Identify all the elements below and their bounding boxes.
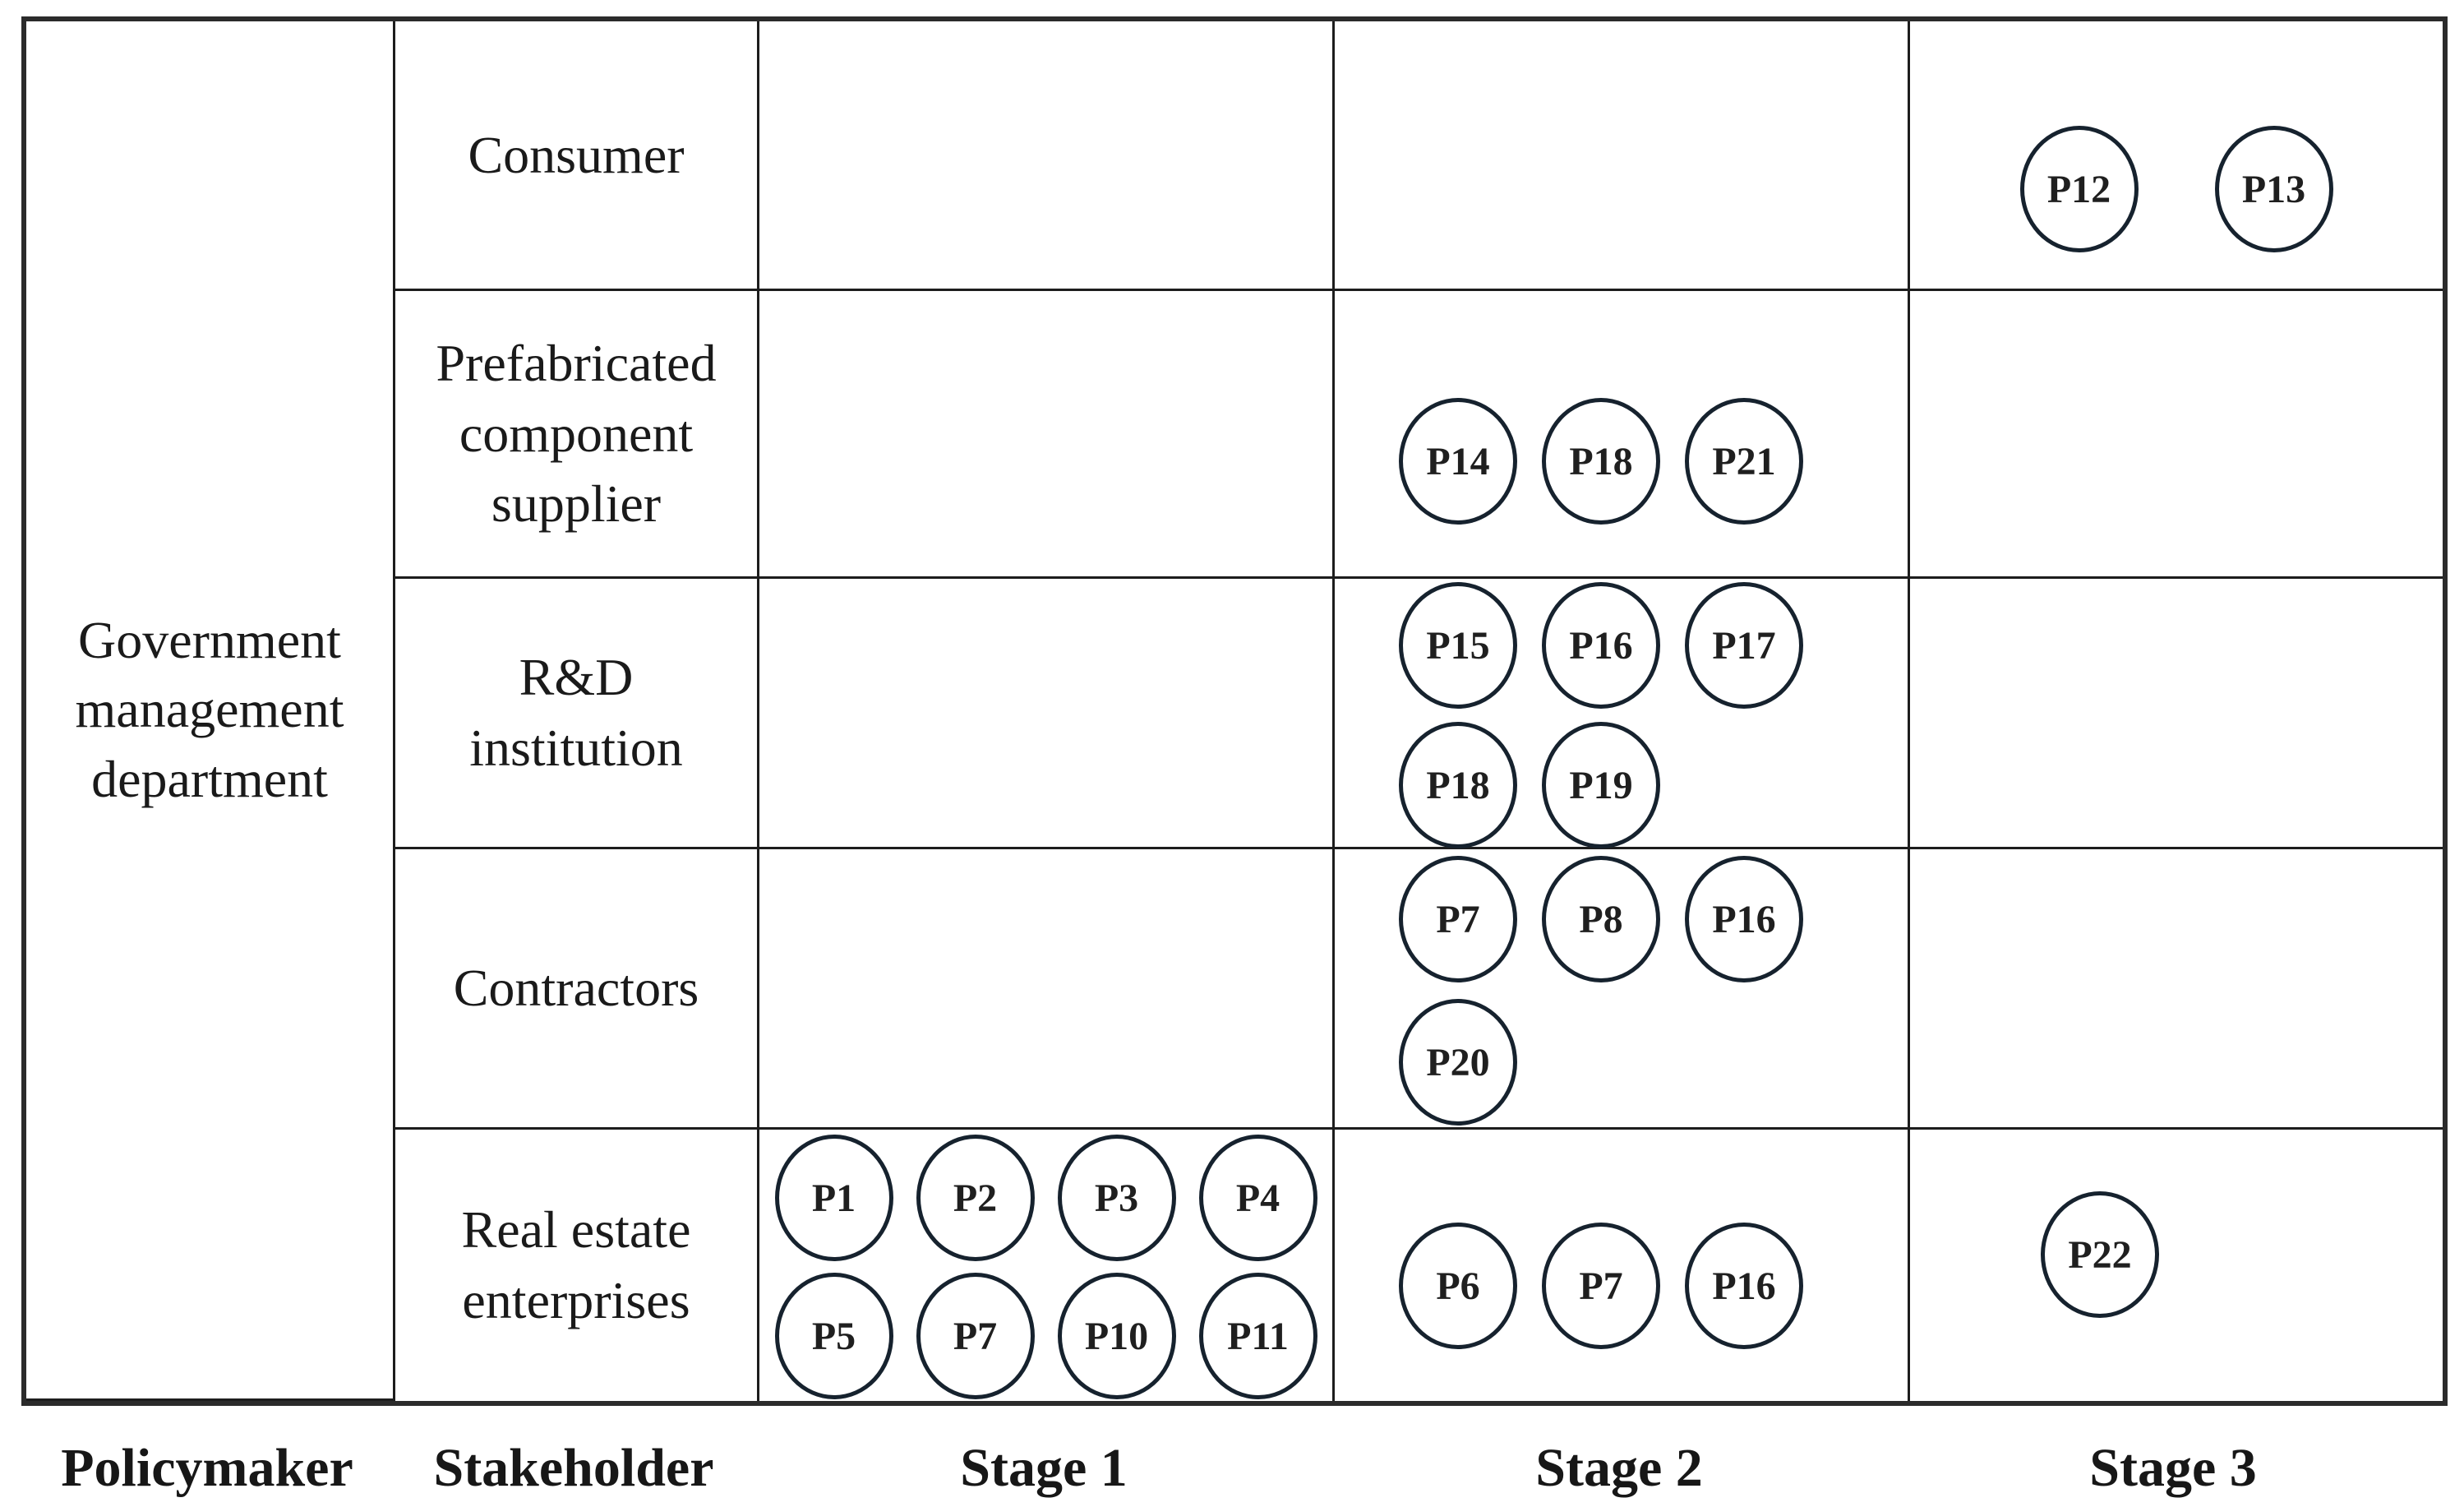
cell-contractors-stage1 xyxy=(759,849,1335,1130)
policy-row: P22 xyxy=(2041,1191,2443,1318)
footer-label-stakeholder: Stakeholder xyxy=(433,1438,714,1498)
stakeholder-label-contractors: Contractors xyxy=(453,959,699,1018)
policy-circle-p16b: P16 xyxy=(1685,856,1803,982)
policy-circle-p7b: P7 xyxy=(916,1273,1035,1399)
stakeholder-cell-consumer: Consumer xyxy=(395,21,759,291)
policy-row: P18 P19 xyxy=(1399,722,1908,848)
policy-circle-p4: P4 xyxy=(1198,1135,1317,1261)
policy-circle-p12: P12 xyxy=(2019,126,2139,252)
policy-row: P5 P7 P10 P11 xyxy=(774,1273,1317,1399)
cell-contractors-stage2: P7 P8 P16 P20 xyxy=(1335,849,1910,1130)
cell-rd-stage1 xyxy=(759,579,1335,849)
policymaker-label: Government management department xyxy=(75,610,344,808)
policy-circle-p8: P8 xyxy=(1542,856,1660,982)
stakeholder-label-prefab: Prefabricated component supplier xyxy=(436,333,717,534)
policy-circle-p14: P14 xyxy=(1399,398,1517,525)
policy-circle-p13: P13 xyxy=(2214,126,2333,252)
stakeholder-cell-realestate: Real estate enterprises xyxy=(395,1130,759,1401)
policy-row: P20 xyxy=(1399,999,1908,1126)
cell-rd-stage3 xyxy=(1910,579,2443,849)
cell-realestate-stage1: P1 P2 P3 P4 P5 P7 P10 P11 xyxy=(759,1130,1335,1401)
policy-row: P1 P2 P3 P4 xyxy=(774,1135,1317,1261)
cell-consumer-stage3: P12 P13 xyxy=(1910,21,2443,291)
policy-circle-p16c: P16 xyxy=(1685,1223,1803,1349)
policy-circle-p11: P11 xyxy=(1198,1273,1317,1399)
policy-row: P6 P7 P16 xyxy=(1399,1223,1908,1349)
policy-circle-p22: P22 xyxy=(2041,1191,2159,1318)
policy-circle-p16: P16 xyxy=(1542,582,1660,709)
footer-label-stage3: Stage 3 xyxy=(2089,1438,2257,1498)
policy-circle-p20: P20 xyxy=(1399,999,1517,1126)
policymaker-cell: Government management department xyxy=(26,21,395,1401)
footer-label-stage2: Stage 2 xyxy=(1535,1438,1703,1498)
policy-circle-p10: P10 xyxy=(1057,1273,1176,1399)
cell-contractors-stage3 xyxy=(1910,849,2443,1130)
policy-circle-p19: P19 xyxy=(1542,722,1660,848)
policy-circle-p18: P18 xyxy=(1542,398,1660,525)
policy-circle-p1: P1 xyxy=(774,1135,893,1261)
policy-circle-p21: P21 xyxy=(1685,398,1803,525)
stakeholder-cell-contractors: Contractors xyxy=(395,849,759,1130)
policy-circle-p15: P15 xyxy=(1399,582,1517,709)
policy-circle-p7: P7 xyxy=(1399,856,1517,982)
cell-consumer-stage2 xyxy=(1335,21,1910,291)
cell-realestate-stage2: P6 P7 P16 xyxy=(1335,1130,1910,1401)
policy-row: P15 P16 P17 xyxy=(1399,582,1908,709)
policy-row: P7 P8 P16 xyxy=(1399,856,1908,982)
cell-prefab-stage3 xyxy=(1910,291,2443,579)
cell-realestate-stage3: P22 xyxy=(1910,1130,2443,1401)
policy-circle-p17: P17 xyxy=(1685,582,1803,709)
policy-circle-p2: P2 xyxy=(916,1135,1035,1261)
policy-circle-p5: P5 xyxy=(774,1273,893,1399)
policy-circle-p7c: P7 xyxy=(1542,1223,1660,1349)
stakeholder-cell-prefab: Prefabricated component supplier xyxy=(395,291,759,579)
cell-prefab-stage2: P14 P18 P21 xyxy=(1335,291,1910,579)
stakeholder-label-realestate: Real estate enterprises xyxy=(461,1200,691,1329)
cell-prefab-stage1 xyxy=(759,291,1335,579)
cell-rd-stage2: P15 P16 P17 P18 P19 xyxy=(1335,579,1910,849)
policy-row: P12 P13 xyxy=(2019,126,2333,252)
policy-circle-p18b: P18 xyxy=(1399,722,1517,848)
stakeholder-label-rd: R&D institution xyxy=(469,648,683,777)
footer-label-stage1: Stage 1 xyxy=(960,1438,1128,1498)
cell-consumer-stage1 xyxy=(759,21,1335,291)
matrix-table: Government management department Consume… xyxy=(21,16,2448,1406)
stakeholder-cell-rd: R&D institution xyxy=(395,579,759,849)
stakeholder-label-consumer: Consumer xyxy=(468,125,685,184)
policy-circle-p3: P3 xyxy=(1057,1135,1176,1261)
policy-row: P14 P18 P21 xyxy=(1399,398,1908,525)
footer-label-policymaker: Policymaker xyxy=(61,1438,353,1498)
policy-circle-p6: P6 xyxy=(1399,1223,1517,1349)
